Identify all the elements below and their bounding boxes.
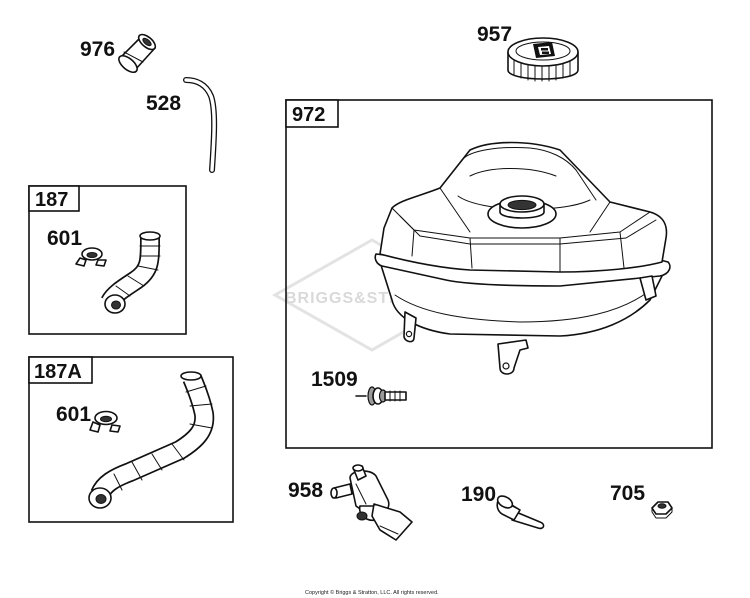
copyright-notice: Copyright © Briggs & Stratton, LLC. All … xyxy=(305,589,439,596)
part-number-187: 187 xyxy=(35,189,68,211)
part-601-clamp-a[interactable] xyxy=(75,247,107,267)
part-187a-label-box xyxy=(28,356,93,384)
part-187-fuel-hose[interactable] xyxy=(101,231,161,314)
part-number-190: 190 xyxy=(461,483,496,506)
part-187a-fuel-hose[interactable] xyxy=(88,371,215,509)
part-972-frame xyxy=(285,99,713,449)
part-number-972: 972 xyxy=(292,104,325,126)
part-number-528: 528 xyxy=(146,92,181,115)
part-number-957: 957 xyxy=(477,23,512,46)
part-190-bolt[interactable] xyxy=(496,494,545,530)
part-number-705: 705 xyxy=(610,482,645,505)
part-number-187a: 187A xyxy=(34,361,82,383)
part-187-label-box xyxy=(28,185,80,212)
part-number-1509: 1509 xyxy=(311,368,358,391)
part-976-grommet[interactable] xyxy=(116,32,158,76)
part-number-976: 976 xyxy=(80,38,115,61)
part-187a-frame xyxy=(28,356,234,523)
part-number-958: 958 xyxy=(288,479,323,502)
part-601-clamp-b[interactable] xyxy=(89,410,121,433)
part-705-nut[interactable] xyxy=(651,501,673,519)
part-1509-fuel-fitting[interactable] xyxy=(355,386,407,406)
part-957-fuel-cap[interactable] xyxy=(507,37,579,82)
part-187-frame xyxy=(28,185,187,335)
part-528-vent-tube[interactable] xyxy=(183,77,218,173)
part-958-shutoff-valve[interactable] xyxy=(330,464,413,541)
part-972-fuel-tank[interactable] xyxy=(374,141,671,375)
brand-logo-icon xyxy=(533,42,555,58)
part-972-label-box xyxy=(285,99,339,128)
part-number-601-b: 601 xyxy=(56,403,91,426)
part-number-601-a: 601 xyxy=(47,227,82,250)
